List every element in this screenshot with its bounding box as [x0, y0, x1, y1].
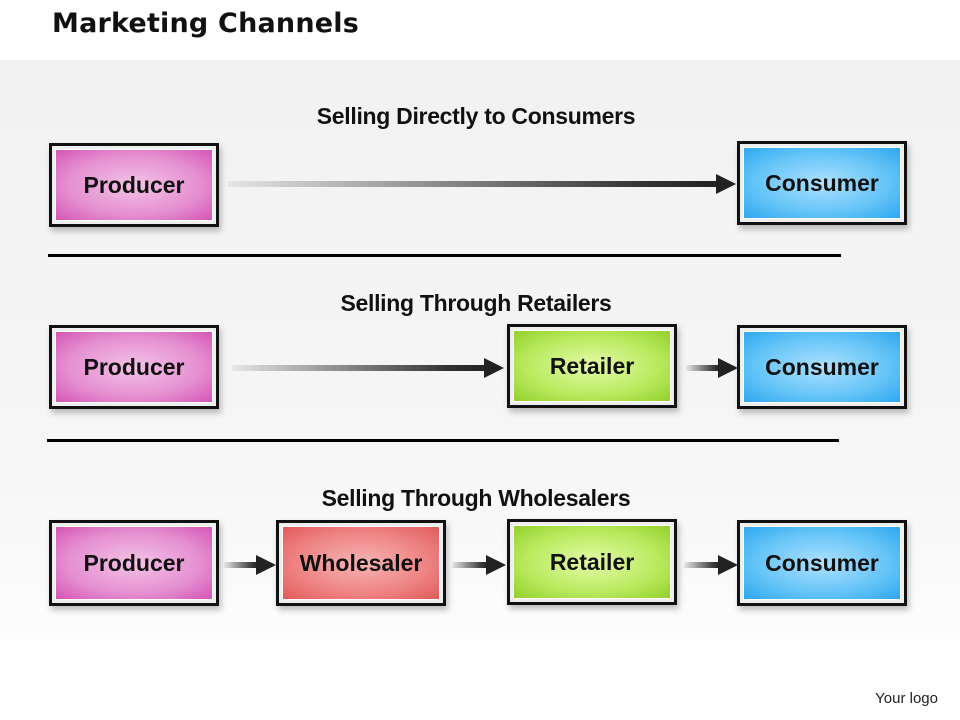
node-label: Producer [55, 149, 213, 221]
arrow-shaft [452, 562, 488, 568]
arrow-head-icon [486, 555, 506, 575]
section-heading-retailers: Selling Through Retailers [340, 290, 612, 316]
section-heading-wholesalers: Selling Through Wholesalers [321, 485, 631, 511]
node-label: Wholesaler [282, 526, 440, 600]
node-consumer: Consumer [737, 141, 907, 225]
flow-arrow [686, 358, 738, 378]
arrow-shaft [684, 562, 720, 568]
arrow-shaft [686, 365, 720, 371]
node-label: Consumer [743, 331, 901, 403]
flow-arrow [232, 358, 504, 378]
node-producer: Producer [49, 325, 219, 409]
node-label: Retailer [513, 330, 671, 402]
arrow-shaft [232, 365, 486, 371]
node-producer: Producer [49, 520, 219, 606]
arrow-head-icon [718, 358, 738, 378]
node-label: Consumer [743, 526, 901, 600]
flow-arrow [452, 555, 506, 575]
arrow-head-icon [718, 555, 738, 575]
section-heading-direct: Selling Directly to Consumers [316, 103, 636, 129]
node-retailer: Retailer [507, 324, 677, 408]
node-consumer: Consumer [737, 520, 907, 606]
arrow-shaft [228, 181, 718, 187]
flow-arrow [228, 174, 736, 194]
logo-placeholder: Your logo [875, 690, 938, 707]
node-wholesaler: Wholesaler [276, 520, 446, 606]
arrow-head-icon [716, 174, 736, 194]
arrow-head-icon [484, 358, 504, 378]
node-retailer: Retailer [507, 519, 677, 605]
flow-arrow [684, 555, 738, 575]
flow-arrow [224, 555, 276, 575]
node-consumer: Consumer [737, 325, 907, 409]
node-label: Retailer [513, 525, 671, 599]
node-label: Producer [55, 331, 213, 403]
node-label: Consumer [743, 147, 901, 219]
node-label: Producer [55, 526, 213, 600]
arrow-head-icon [256, 555, 276, 575]
section-divider [47, 439, 839, 442]
arrow-shaft [224, 562, 258, 568]
node-producer: Producer [49, 143, 219, 227]
slide-title: Marketing Channels [52, 8, 359, 39]
section-divider [48, 254, 841, 257]
